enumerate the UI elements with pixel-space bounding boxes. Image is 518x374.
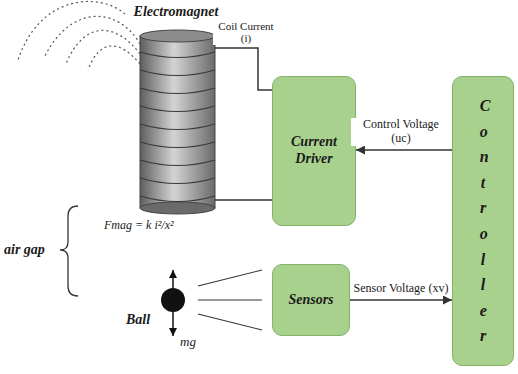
coil-winding bbox=[140, 70, 215, 76]
lift-arrow bbox=[172, 270, 174, 288]
electromagnet-coil bbox=[140, 30, 215, 214]
coil-wires bbox=[215, 48, 272, 200]
coil-winding bbox=[140, 88, 215, 94]
process-box: Sensors bbox=[272, 264, 350, 336]
node-text: Sensors bbox=[288, 292, 333, 309]
process-box: Current Driver bbox=[272, 76, 356, 226]
electromagnet-node: Electromagnet bbox=[128, 4, 224, 212]
field-lines bbox=[18, 1, 140, 70]
signal-connector bbox=[224, 48, 272, 90]
weight-label: mg bbox=[180, 334, 196, 350]
coil-winding bbox=[140, 124, 215, 130]
force-equation: Fmag = k i²/x² bbox=[104, 218, 174, 233]
signal-label: Coil Current (i) bbox=[213, 20, 279, 45]
controller-box: Controller bbox=[452, 76, 514, 366]
signal-connector bbox=[356, 149, 452, 151]
signal-connector bbox=[350, 299, 452, 301]
coil-winding bbox=[140, 196, 215, 202]
air-gap-bracket bbox=[60, 206, 78, 296]
ball-label: Ball bbox=[126, 312, 150, 328]
node-text: Controller bbox=[475, 93, 491, 349]
air-gap-label: air gap bbox=[4, 242, 45, 258]
weight-arrow bbox=[172, 312, 174, 336]
sensor-rays bbox=[198, 270, 262, 330]
signal-label: Control Voltage (uc) bbox=[351, 118, 451, 146]
coil-winding bbox=[140, 142, 215, 148]
coil-winding bbox=[140, 178, 215, 184]
node-text: Electromagnet bbox=[134, 4, 219, 21]
coil-winding bbox=[140, 52, 215, 58]
node-text: Current Driver bbox=[273, 134, 355, 168]
signal-label: Sensor Voltage (xv) bbox=[352, 282, 451, 296]
coil-winding bbox=[140, 160, 215, 166]
coil-windings bbox=[140, 52, 215, 202]
coil-winding bbox=[140, 106, 215, 112]
ball bbox=[161, 288, 185, 312]
